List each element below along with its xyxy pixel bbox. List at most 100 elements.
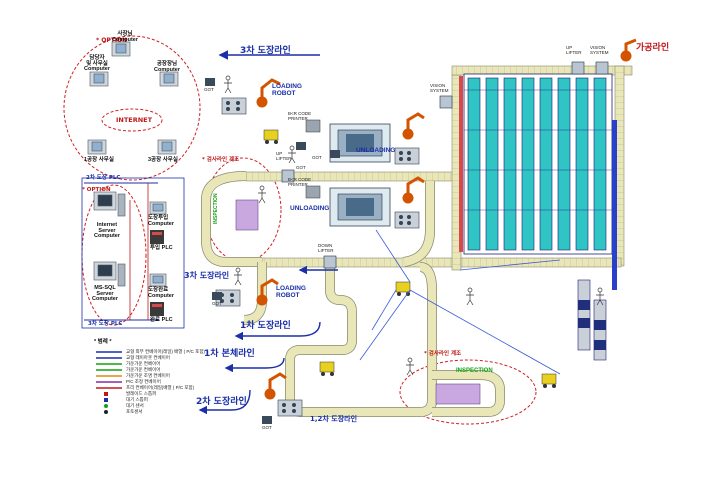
legend-item: 포토센서 [126,409,143,414]
plc-blocks [150,230,164,316]
plc2-label: 2차 도장 PLC [86,175,121,181]
rack-red-stripe [459,76,463,252]
robot-arm-6 [620,38,637,62]
output-plc-label: 완료 PLC [150,317,173,323]
got-4-label: GOT [262,425,272,430]
unloading-2-label: UNLOADING [290,205,330,212]
dojang-output-label: 도장완료 Computer [148,287,174,299]
line3-top-label: 3차 도장라인 [240,46,291,56]
down-lifter [323,255,337,269]
vision-system-mid [439,95,453,109]
got-2-label: GOT [312,155,322,160]
forklift-4 [263,129,279,144]
inspect-bottom-label: * 검사라인 계조 [424,351,462,357]
flow-arrow-line2-coat [198,389,251,415]
msql-server-label: MS-SQL Server Computer [92,285,118,302]
option-top-label: * OPTION [96,37,128,44]
barcode-printer-2 [305,185,321,199]
final-line-label: 가공라인 [636,43,670,53]
link-line-5 [371,289,397,331]
robot-arm-4 [256,278,279,306]
office-pc4-label: 1공장 사무실 [84,157,114,163]
legend-item: 교형 레이아웃 컨베이어 [126,355,170,360]
inspection-left-label: INSPECTION [213,193,219,224]
inspection-station-top [235,199,259,231]
legend-swatches [96,351,122,414]
office-pc2-label: 담당자 및 사무실 Computer [84,55,110,72]
inspect-top-label: * 검사라인 계조 [202,157,240,163]
bottom-right-conveyor [460,257,622,268]
internet-server-label: Internet Server Computer [94,222,120,239]
office-computers [87,41,179,155]
pallet-grid-3 [221,97,247,115]
up-lifter-top [571,61,585,75]
vision-system-top [595,61,609,75]
got-terminals [205,78,340,424]
barcode-1-label: B<R CODE PRINTER [288,111,312,121]
flow-arrow-line1-coat [234,321,321,341]
legend-item: P/C 조정 컨베이어 [126,379,161,384]
robot-arm-2 [402,112,425,140]
up-lifter-mid-label: UP LIFTER [276,151,292,161]
robot-arm-5 [264,372,287,400]
barcode-printer-1 [305,119,321,133]
forklift-2 [319,361,335,376]
unloading-1-label: UNLOADING [356,147,396,154]
option2-label: * OPTION [82,187,111,193]
robot-arm-1 [256,78,281,108]
legend-item: 가운가운 조명 컨베이어 [126,373,170,378]
office-pc3-label: 공장장님 Computer [154,61,180,73]
pallet-grid-5 [277,399,303,417]
forklift-3 [541,373,557,388]
line2-coat-label: 2차 도장라인 [196,397,247,407]
snake-conveyor [285,262,437,417]
top-conveyor [245,171,462,182]
legend-item: 대기 스톱퍼 [126,397,148,402]
inspection-station-bottom [435,383,481,405]
got-1-label: GOT [204,87,214,92]
inspection-label: INSPECTION [456,368,493,374]
forklift-1 [395,281,411,296]
got-3-label: GOT [212,301,222,306]
input-plc-label: 투입 PLC [150,245,173,251]
robot-arm-3 [402,176,425,204]
internet-label: INTERNET [116,116,153,124]
office-pc5-label: 3공장 사무실 [148,157,178,163]
right-blue-rail [612,120,617,290]
server-computers [93,191,167,287]
office-pc1-label: 사장님 Computer [112,31,138,43]
line1-main-label: 1차 본체라인 [204,349,255,359]
vision-top-label: VISION SYSTEM [590,45,609,55]
dojang-input-label: 도장투입 Computer [148,215,174,227]
storage-rack [463,73,613,255]
up-lifter-mid [281,169,295,183]
legend-item: 발레이드 스톱퍼 [126,391,157,396]
barcode-2-label: B<R CODE PRINTER [288,177,312,187]
legend-item: 가운가운 컨베이어 [126,367,161,372]
link-line-3 [409,289,561,375]
link-line-1 [375,229,411,283]
line12-coat-label: 1,2차 도장라인 [310,415,358,423]
right-pallet-stacks [577,279,607,361]
loading-robot-2-label: LOADING ROBOT [276,285,306,299]
legend-item: 교형 외부 컨베이어(레일) 배열 ( P/C 포함) [126,349,205,354]
link-line-2 [359,289,411,361]
server-area-box [81,177,185,329]
legend-item: 프리 컨베이어(레일)배열 ( P/C 포함) [126,385,195,390]
legend-title: * 범례 * [94,339,112,345]
internet-ellipse [101,108,163,132]
line1-coat-label: 1차 도장라인 [240,321,291,331]
line3-mid-label: 3차 도장라인 [184,271,230,280]
operators [224,75,604,376]
link-line-4 [459,259,561,271]
vision-mid-label: VISION SYSTEM [430,83,449,93]
got-5-label: GOT [296,165,306,170]
pallet-grid-1 [394,147,420,165]
loading-robot-1-label: LOADING ROBOT [272,83,302,97]
legend-item: 가운가운 컨베이어 [126,361,161,366]
up-lifter-top-label: UP LIFTER [566,45,582,55]
office-network-ellipse [63,35,201,181]
legend-item: 대기 센서 [126,403,144,408]
